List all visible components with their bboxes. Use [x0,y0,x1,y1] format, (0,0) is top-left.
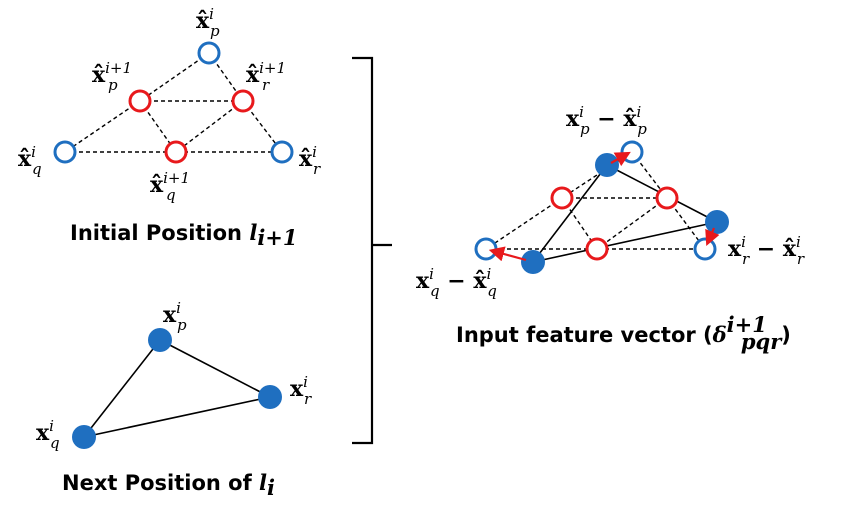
node-p-hat-next [128,89,152,113]
fv-node-r [705,210,729,234]
fv-node-p [595,153,619,177]
fv-edge-rnext-qnext [596,197,668,250]
node-q [72,425,96,449]
fv-node-p-hat-next [550,186,574,210]
fv-node-r-hat [693,237,717,261]
fv-arrow-r [705,227,720,247]
node-q-hat-next [164,140,188,164]
fv-node-q-hat [474,237,498,261]
edge-p-r [159,339,271,398]
fv-node-p-hat [620,140,644,164]
fv-arrow-q [488,246,527,262]
node-r-hat [270,140,294,164]
node-r [258,385,282,409]
fv-arrow-p [610,151,631,167]
fv-node-q-hat-next [585,237,609,261]
fv-solid-p-q [532,164,608,263]
edge-p-to-pnext [139,52,210,102]
bracket [352,56,392,445]
node-p [148,328,172,352]
fv-solid-q-r [532,221,718,263]
bracket-line [352,56,374,445]
initial-position-caption: Initial Position li+1 [70,220,298,250]
fv-edge-pnext-q [485,197,563,250]
node-r-hat-next [231,89,255,113]
edge-q-r [83,396,271,438]
edge-p-q [83,339,161,438]
node-q-hat [53,140,77,164]
edge-rnext-to-qnext [175,100,244,153]
fv-node-q [521,250,545,274]
edge-pnext-to-q [64,100,141,153]
fv-node-r-hat-next [655,186,679,210]
next-position-caption: Next Position of li [62,470,275,500]
node-p-hat [197,41,221,65]
